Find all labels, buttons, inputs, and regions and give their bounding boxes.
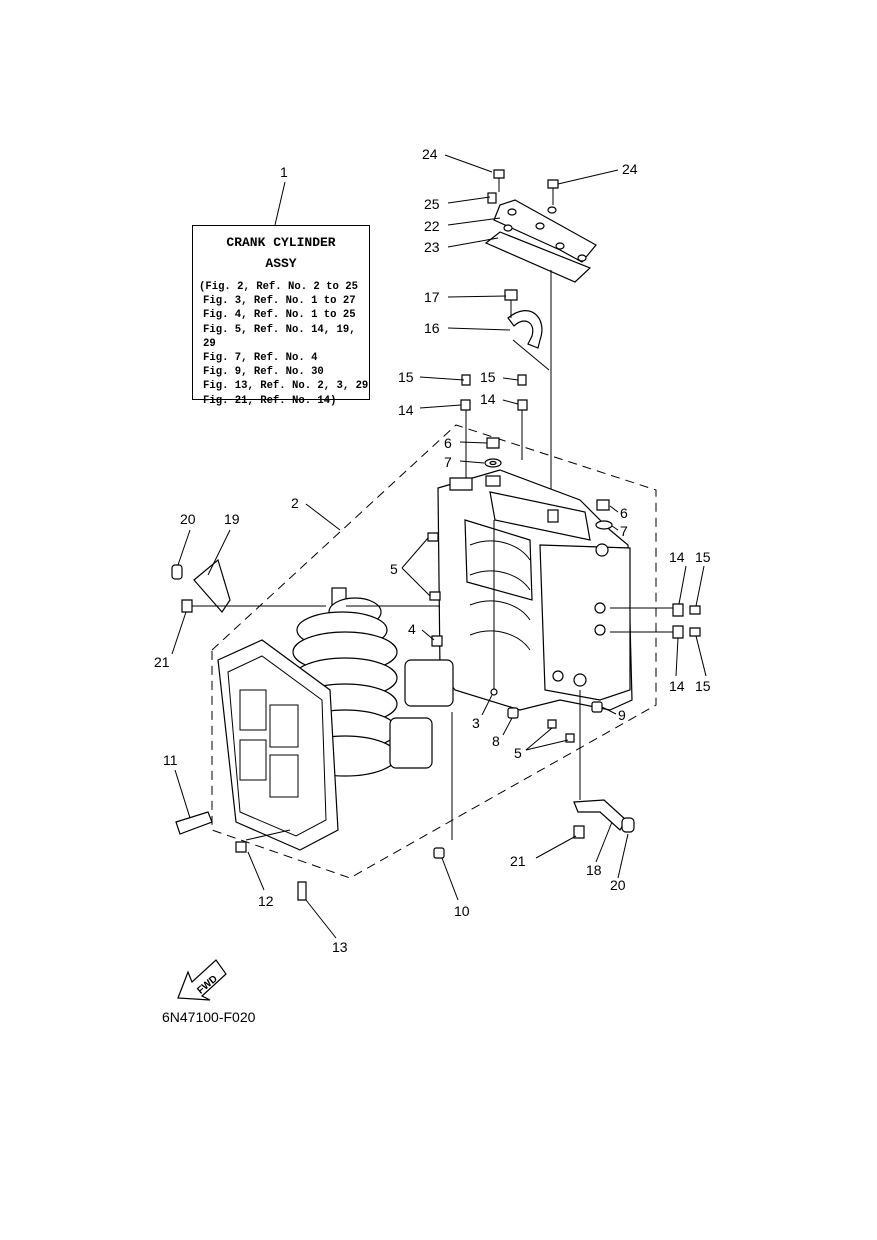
callout-15-b: 15 [480,369,496,385]
callout-9: 9 [618,707,626,723]
callout-15-a: 15 [398,369,414,385]
callout-15-c: 15 [695,549,711,565]
assy-ref-item: Fig. 4, Ref. No. 1 to 25 [203,309,356,322]
callout-18: 18 [586,862,602,878]
callout-16: 16 [424,320,440,336]
bracket-16-group [504,289,550,371]
assy-ref-item: Fig. 5, Ref. No. 14, 19, 29 [203,323,356,350]
assy-ref-item: Fig. 9, Ref. No. 30 [203,366,324,379]
callout-10: 10 [454,903,470,919]
callout-19: 19 [224,511,240,527]
callout-17: 17 [424,289,440,305]
assy-ref-item: Fig. 13, Ref. No. 2, 3, 29 [203,380,369,393]
callout-2: 2 [291,495,299,511]
assy-title-line1: CRANK CYLINDER [226,235,336,250]
crankcase-front [175,639,339,901]
assembly-outline [211,424,657,879]
callout-7-top: 7 [444,454,452,470]
callout-8: 8 [492,733,500,749]
callout-20-left: 20 [180,511,196,527]
callout-5-upper: 5 [390,561,398,577]
callout-20-right: 20 [610,877,626,893]
callout-7-side: 7 [620,523,628,539]
callout-21-left: 21 [154,654,170,670]
head-cover-group [484,169,597,505]
callout-1: 1 [280,164,288,180]
callout-11: 11 [163,752,178,768]
leader-lines [171,154,707,939]
assy-title-line2: ASSY [265,256,297,271]
assy-ref-list: (Fig. 2, Ref. No. 2 to 25 Fig. 3, Ref. N… [199,280,369,408]
fwd-arrow: FWD [177,959,227,1001]
callout-14-b: 14 [480,391,496,407]
callout-24-left: 24 [422,146,438,162]
callout-22: 22 [424,218,440,234]
callout-numbers: 1 2 24 24 25 22 23 17 16 15 15 14 14 6 7… [154,146,711,955]
right-clips [672,603,701,639]
callout-4: 4 [408,621,416,637]
callout-25: 25 [424,196,440,212]
crankcase-body [437,469,680,800]
callout-14-c: 14 [669,549,685,565]
crank-cylinder-assy-box: CRANK CYLINDER ASSY (Fig. 2, Ref. No. 2 … [192,225,370,407]
small-parts [431,635,603,859]
callout-21-right: 21 [510,853,526,869]
diagram-code: 6N47100-F020 [162,1009,256,1025]
assy-ref-item: Fig. 21, Ref. No. 14) [203,394,337,407]
callout-14-d: 14 [669,678,685,694]
callout-3: 3 [472,715,480,731]
callout-15-d: 15 [695,678,711,694]
side-bolt-washer [595,499,613,530]
callout-14-a: 14 [398,402,414,418]
callout-12: 12 [258,893,274,909]
callout-6-side: 6 [620,505,628,521]
assy-ref-item: Fig. 3, Ref. No. 1 to 27 [203,295,356,308]
assy-ref-item: Fig. 7, Ref. No. 4 [203,352,318,365]
callout-6-top: 6 [444,435,452,451]
callout-13: 13 [332,939,348,955]
assy-ref-item: (Fig. 2, Ref. No. 2 to 25 [199,281,358,293]
right-bottom-parts [573,799,635,839]
pins-5 [427,532,575,743]
top-clips [460,374,528,480]
top-bolt-washer [484,437,502,468]
callout-5-lower: 5 [514,745,522,761]
callout-24-right: 24 [622,161,638,177]
left-parts [171,558,326,613]
callout-23: 23 [424,239,440,255]
